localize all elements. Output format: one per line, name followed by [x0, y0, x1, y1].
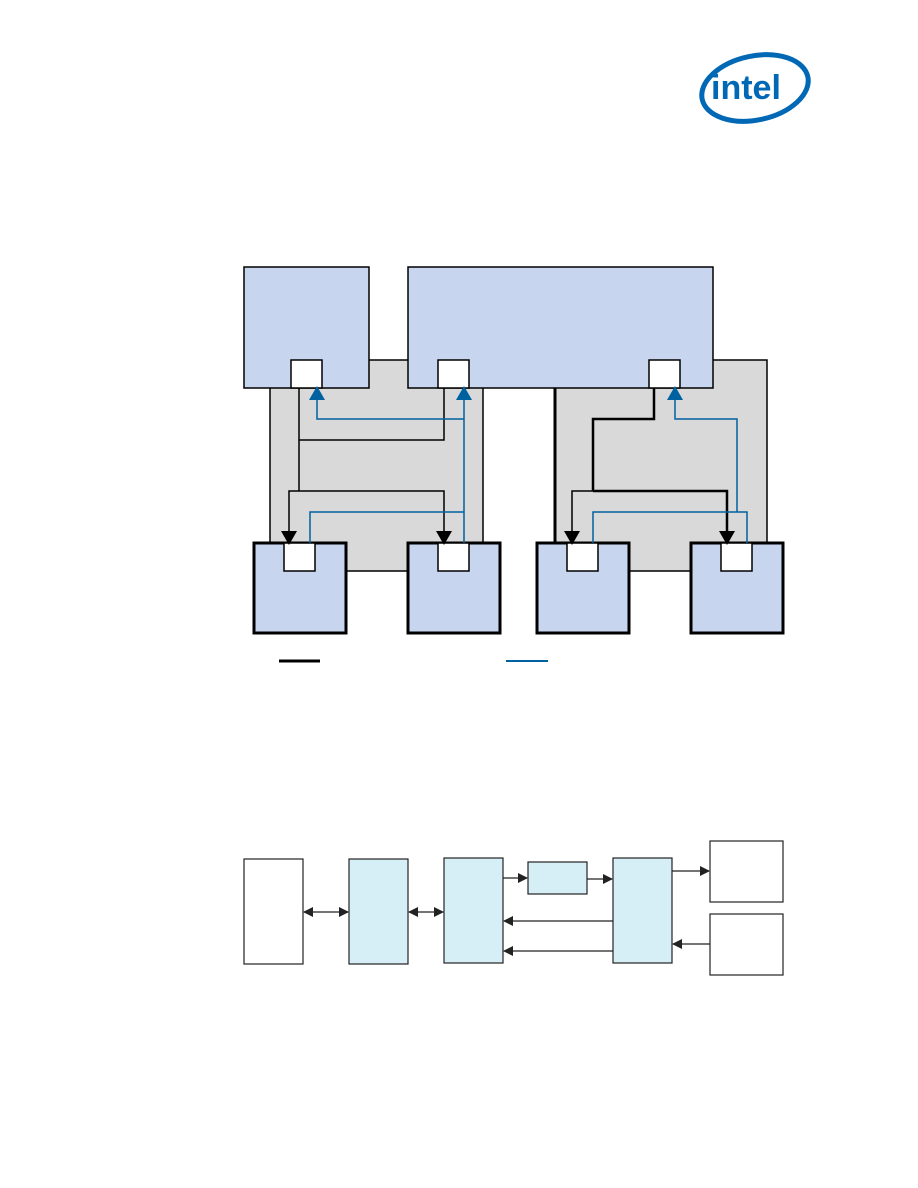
blue-path-left	[309, 386, 472, 543]
block-3	[443, 857, 504, 964]
port	[437, 542, 470, 572]
port	[283, 542, 316, 572]
port	[648, 359, 681, 389]
block-5	[612, 857, 673, 964]
block-in	[709, 913, 784, 976]
connector-arrows	[303, 866, 710, 956]
block-small	[527, 861, 588, 895]
block-out	[709, 840, 784, 903]
top-diagram	[243, 266, 785, 663]
blue-path-right	[592, 386, 748, 543]
port	[290, 359, 323, 389]
intel-logo: intel	[699, 52, 811, 124]
block-1	[243, 858, 304, 965]
bottom-diagram	[243, 840, 784, 976]
logo-swoosh	[699, 52, 811, 124]
port	[720, 542, 753, 572]
block-2	[348, 858, 409, 965]
logo-text: intel	[711, 69, 781, 107]
container-right	[554, 359, 768, 572]
black-path-right	[564, 388, 735, 545]
port	[437, 359, 470, 389]
black-path-left	[281, 388, 452, 545]
port	[566, 542, 599, 572]
container-left	[269, 359, 484, 572]
